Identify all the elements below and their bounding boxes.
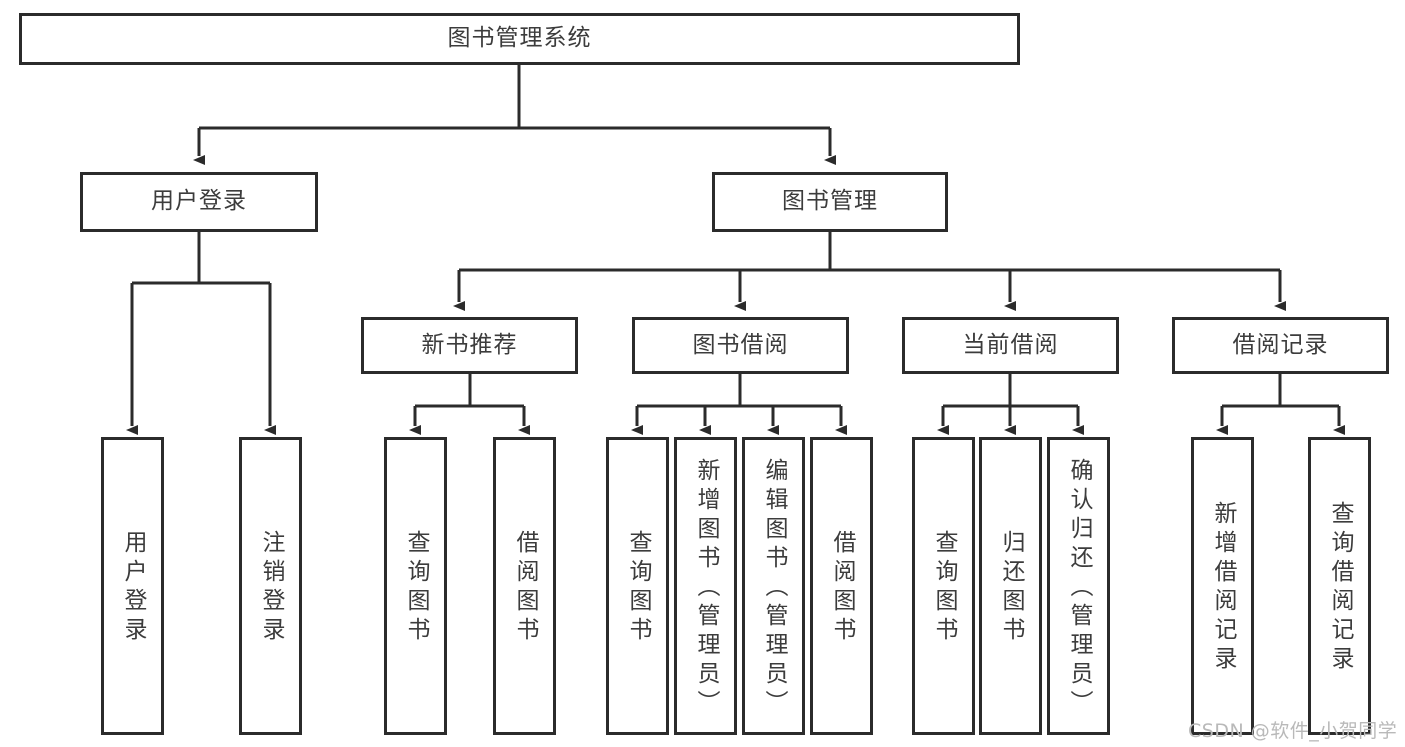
node-new-book-recommend-label: 新书推荐 <box>421 331 518 358</box>
node-leaf-return-book-label: 归还图书 <box>998 530 1024 646</box>
node-leaf-confirm-return[interactable]: 确认归还（管理员） <box>1047 437 1110 735</box>
node-current-borrow-label: 当前借阅 <box>962 331 1059 358</box>
node-root[interactable]: 图书管理系统 <box>19 13 1020 65</box>
node-user-login-label: 用户登录 <box>151 188 247 215</box>
node-leaf-borrow-book-1[interactable]: 借阅图书 <box>493 437 556 735</box>
node-leaf-edit-book[interactable]: 编辑图书（管理员） <box>742 437 805 735</box>
node-leaf-borrow-book-2-label: 借阅图书 <box>829 530 855 646</box>
node-borrow-record-label: 借阅记录 <box>1232 331 1329 358</box>
csdn-watermark: CSDN @软件_小贺同学 <box>1188 720 1398 742</box>
node-user-login[interactable]: 用户登录 <box>80 172 318 232</box>
node-leaf-query-book-2-label: 查询图书 <box>625 530 651 646</box>
node-leaf-add-record-label: 新增借阅记录 <box>1210 501 1236 675</box>
node-leaf-logout-label: 注销登录 <box>258 530 284 646</box>
node-leaf-logout[interactable]: 注销登录 <box>239 437 302 735</box>
node-leaf-query-book-3-label: 查询图书 <box>931 530 957 646</box>
node-leaf-add-book-label: 新增图书（管理员） <box>693 457 719 719</box>
node-leaf-edit-book-label: 编辑图书（管理员） <box>761 457 787 719</box>
node-current-borrow[interactable]: 当前借阅 <box>902 317 1119 374</box>
node-book-management-label: 图书管理 <box>782 188 878 215</box>
node-leaf-user-login[interactable]: 用户登录 <box>101 437 164 735</box>
node-book-borrow[interactable]: 图书借阅 <box>632 317 849 374</box>
node-root-label: 图书管理系统 <box>447 25 592 52</box>
node-leaf-query-book-2[interactable]: 查询图书 <box>606 437 669 735</box>
node-leaf-query-record-label: 查询借阅记录 <box>1327 501 1353 675</box>
node-leaf-add-record[interactable]: 新增借阅记录 <box>1191 437 1254 735</box>
node-leaf-query-book-1[interactable]: 查询图书 <box>384 437 447 735</box>
node-leaf-query-book-1-label: 查询图书 <box>403 530 429 646</box>
node-borrow-record[interactable]: 借阅记录 <box>1172 317 1389 374</box>
node-leaf-query-book-3[interactable]: 查询图书 <box>912 437 975 735</box>
node-leaf-add-book[interactable]: 新增图书（管理员） <box>674 437 737 735</box>
node-new-book-recommend[interactable]: 新书推荐 <box>361 317 578 374</box>
node-book-management[interactable]: 图书管理 <box>712 172 948 232</box>
node-leaf-user-login-label: 用户登录 <box>120 530 146 646</box>
node-book-borrow-label: 图书借阅 <box>692 331 789 358</box>
node-leaf-borrow-book-1-label: 借阅图书 <box>512 530 538 646</box>
node-leaf-query-record[interactable]: 查询借阅记录 <box>1308 437 1371 735</box>
node-leaf-borrow-book-2[interactable]: 借阅图书 <box>810 437 873 735</box>
node-leaf-return-book[interactable]: 归还图书 <box>979 437 1042 735</box>
node-leaf-confirm-return-label: 确认归还（管理员） <box>1066 457 1092 719</box>
